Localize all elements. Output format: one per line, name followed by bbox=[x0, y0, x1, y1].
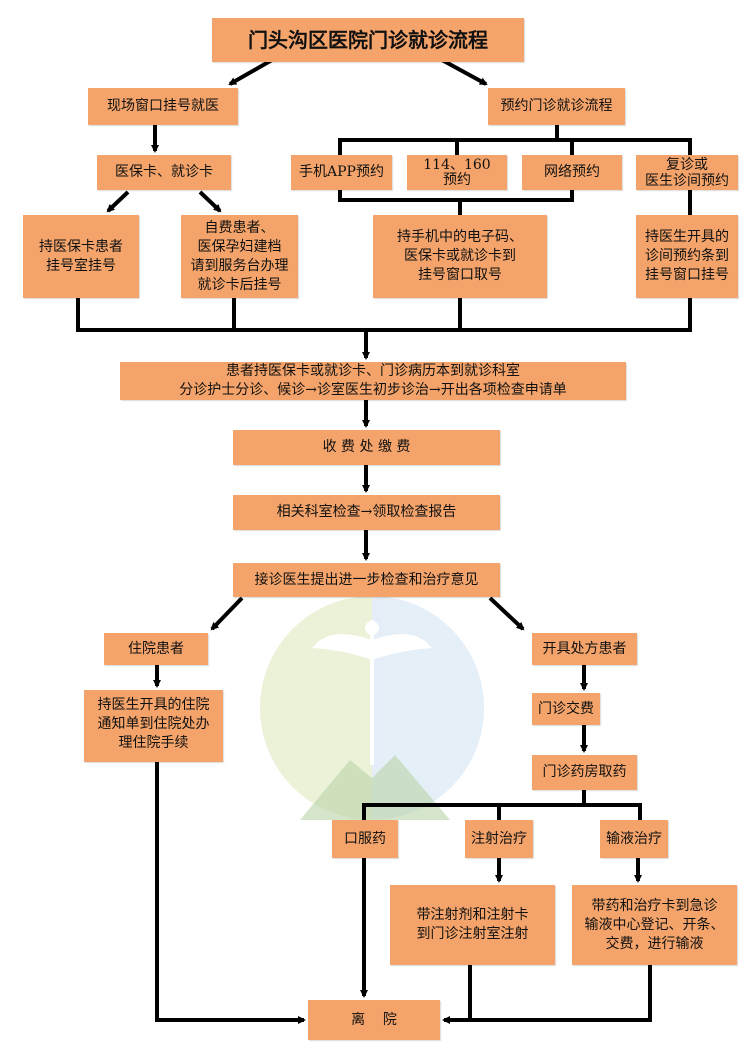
revisit-booking-node: 复诊或 医生诊间预约 bbox=[636, 155, 738, 190]
appointment-process-node: 预约门诊就诊流程 bbox=[488, 88, 625, 125]
consultation-node: 患者持医保卡或就诊卡、门诊病历本到就诊科室 分诊护士分诊、候诊→诊室医生初步诊治… bbox=[120, 362, 626, 400]
pharmacy-node: 门诊药房取药 bbox=[532, 755, 637, 790]
prescription-node: 开具处方患者 bbox=[532, 633, 637, 665]
leave-hospital-node: 离 院 bbox=[308, 1000, 440, 1040]
payment-node: 收 费 处 缴 费 bbox=[233, 430, 500, 465]
self-pay-node: 自费患者、 医保孕妇建档 请到服务台办理 就诊卡后挂号 bbox=[181, 215, 298, 298]
oral-medicine-node: 口服药 bbox=[332, 820, 398, 858]
doctor-opinion-node: 接诊医生提出进一步检查和治疗意见 bbox=[233, 563, 500, 597]
inpatient-detail-node: 持医生开具的住院 通知单到住院处办 理住院手续 bbox=[84, 690, 223, 762]
insured-register-node: 持医保卡患者 挂号室挂号 bbox=[23, 215, 139, 298]
page-title: 门头沟区医院门诊就诊流程 bbox=[212, 18, 524, 62]
outpatient-pay-node: 门诊交费 bbox=[532, 693, 600, 725]
web-booking-node: 网络预约 bbox=[522, 155, 622, 190]
phone-booking-node: 114、160 预约 bbox=[407, 155, 507, 190]
cards-node: 医保卡、就诊卡 bbox=[97, 155, 231, 190]
doctor-slip-node: 持医生开具的 诊间预约条到 挂号窗口挂号 bbox=[636, 215, 738, 298]
onsite-registration-node: 现场窗口挂号就医 bbox=[88, 88, 238, 125]
injection-detail-node: 带注射剂和注射卡 到门诊注射室注射 bbox=[390, 885, 555, 965]
injection-node: 注射治疗 bbox=[465, 820, 533, 858]
infusion-node: 输液治疗 bbox=[600, 820, 668, 858]
inpatient-node: 住院患者 bbox=[104, 633, 208, 665]
examination-node: 相关科室检查→领取检查报告 bbox=[233, 495, 500, 530]
ecode-pickup-node: 持手机中的电子码、 医保卡或就诊卡到 挂号窗口取号 bbox=[373, 215, 547, 298]
infusion-detail-node: 带药和治疗卡到急诊 输液中心登记、开条、 交费，进行输液 bbox=[572, 885, 737, 965]
app-booking-node: 手机APP预约 bbox=[291, 155, 392, 190]
